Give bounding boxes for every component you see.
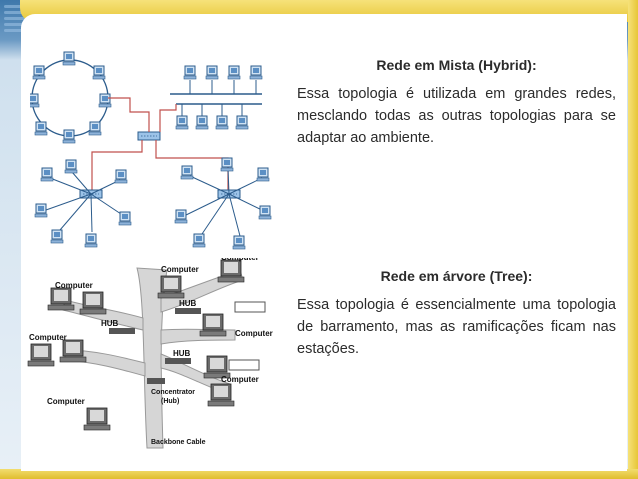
- label-backbone-cable: Backbone Cable: [151, 439, 206, 446]
- label-computer-7: Computer: [47, 397, 85, 406]
- hybrid-topology-diagram: [30, 51, 272, 250]
- right-accent-bar: [628, 0, 638, 479]
- label-hub-2: HUB: [179, 299, 197, 308]
- section-hybrid-title: Rede em Mista (Hybrid):: [376, 57, 537, 73]
- section-tree: Rede em árvore (Tree): Essa topologia é …: [297, 268, 616, 360]
- label-computer-3: Computer: [161, 265, 199, 274]
- section-tree-body: Essa topologia é essencialmente uma topo…: [297, 297, 616, 357]
- content-card: [21, 14, 627, 471]
- label-computer-2: Computer: [29, 333, 67, 342]
- bottom-accent-bar: [0, 469, 638, 479]
- label-hub-1: HUB: [101, 319, 119, 328]
- section-hybrid-body: Essa topologia é utilizada em grandes re…: [297, 86, 616, 146]
- label-computer-4: Computer: [221, 258, 259, 262]
- section-tree-title: Rede em árvore (Tree):: [380, 268, 533, 284]
- label-concentrator: Concentrator: [151, 389, 195, 396]
- label-hub-3: HUB: [173, 349, 191, 358]
- label-concentrator-hub: (Hub): [161, 398, 179, 405]
- label-computer-6: Computer: [221, 375, 259, 384]
- tree-topology-diagram: Computer Computer Computer Computer Comp…: [27, 258, 273, 449]
- section-hybrid: Rede em Mista (Hybrid): Essa topologia é…: [297, 57, 616, 149]
- label-computer-5: Computer: [235, 329, 273, 338]
- label-computer-1: Computer: [55, 281, 93, 290]
